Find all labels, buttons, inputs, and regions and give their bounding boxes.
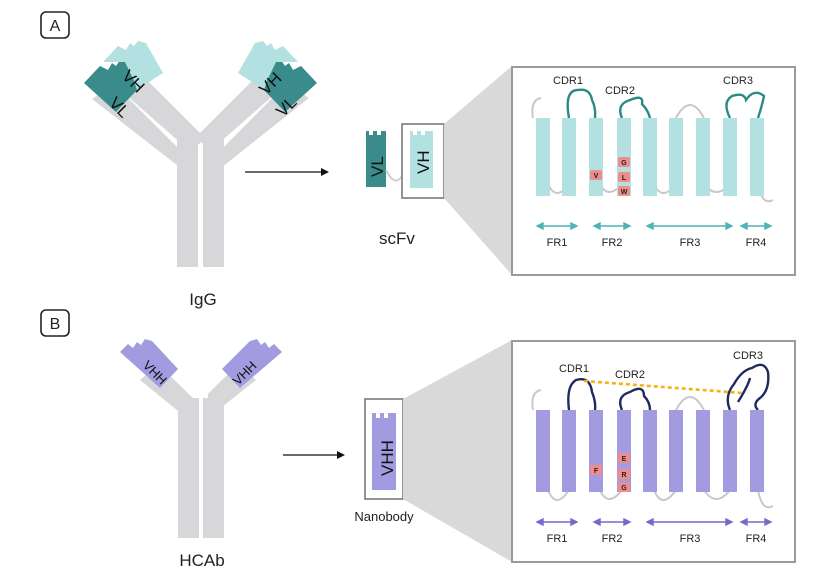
fr-arrows-b [535, 517, 773, 527]
panel-b: B VHH VHH HCAb VHH Nanobody [40, 309, 796, 570]
residue-g2: G [621, 485, 627, 492]
panel-a-badge [40, 11, 70, 39]
hcab-heavy-chain-right [203, 398, 224, 538]
residue-v-marker [590, 170, 602, 180]
fr4-label-b: FR4 [746, 533, 767, 545]
hcab-label: HCAb [179, 551, 224, 570]
igg-right-arm-inner [196, 72, 283, 151]
cdr2-label-a: CDR2 [605, 85, 635, 97]
residue-r: R [621, 472, 626, 479]
fr3-label-a: FR3 [680, 237, 701, 249]
residue-l-marker [618, 172, 630, 182]
cdr1-label-b: CDR1 [559, 363, 589, 375]
igg-vh-domain-left [103, 41, 163, 89]
vh-detail-cdr-loops [566, 88, 766, 119]
arrow-a [245, 168, 329, 176]
igg-heavy-chain-right [203, 138, 224, 267]
nanobody: VHH Nanobody [354, 398, 414, 524]
hcab-heavy-chain-left [178, 398, 199, 538]
igg-antibody: VL VH VL VH [84, 41, 317, 267]
residue-r-marker [618, 469, 630, 479]
residue-g-marker [618, 157, 630, 167]
panel-a: A VL VH VL VH IgG [40, 11, 796, 309]
residue-w: W [621, 189, 628, 196]
fr-arrows-a [535, 221, 773, 231]
vhh-residues: F E R G [590, 453, 630, 492]
scfv-label: scFv [379, 229, 415, 248]
residue-g2-marker [618, 482, 630, 492]
cdr3-loop-b [726, 363, 770, 411]
igg-heavy-chain-left [177, 138, 198, 267]
fr4-label-a: FR4 [746, 237, 767, 249]
nanobody-vhh-domain [372, 413, 396, 490]
panel-b-label: B [50, 316, 61, 333]
panel-a-label: A [50, 18, 61, 35]
vhh-detail-strands [536, 410, 764, 492]
fr1-label-b: FR1 [547, 533, 568, 545]
cdr3-label-a: CDR3 [723, 75, 753, 87]
hcab-antibody: VHH VHH [120, 339, 282, 538]
residue-v: V [594, 173, 599, 180]
residue-l: L [622, 175, 627, 182]
igg-vl-domain-right [264, 60, 317, 112]
fr2-label-a: FR2 [602, 237, 623, 249]
vh-detail: V G L W CDR1 CDR2 CDR3 FR1 FR2 FR3 F [511, 66, 796, 276]
residue-f: F [594, 468, 599, 475]
fr2-label-b: FR2 [602, 533, 623, 545]
vh-residues: V G L W [590, 157, 630, 196]
nanobody-label: Nanobody [354, 509, 414, 524]
cdr1-cdr3-contact-line [583, 379, 743, 395]
cdr3-loop-a [725, 91, 766, 119]
igg-vl-domain-left [84, 60, 137, 112]
scfv-vl-domain [366, 131, 386, 187]
cdr1-label-a: CDR1 [553, 75, 583, 87]
vhh-detail: F E R G CDR1 CDR2 CDR3 FR1 FR2 FR3 FR4 [511, 340, 796, 563]
vhh-detail-grey-loops [531, 389, 774, 509]
scfv-vh-domain [410, 131, 433, 188]
cdr2-loop-a [619, 96, 652, 119]
residue-w-marker [618, 186, 630, 196]
nanobody-vhh-label: VHH [378, 440, 397, 476]
scfv: VL VH scFv [366, 123, 445, 248]
cdr3-label-b: CDR3 [733, 350, 763, 362]
residue-g: G [621, 160, 627, 167]
cdr3-fold-b [736, 377, 752, 403]
residue-f-marker [590, 465, 602, 475]
scfv-vl-label: VL [368, 156, 387, 177]
zoom-wedge-a [444, 66, 512, 275]
igg-left-arm-inner [118, 73, 205, 152]
residue-e: E [622, 456, 627, 463]
hcab-vhh-domain-right [222, 339, 282, 388]
zoom-wedge-b [403, 340, 512, 562]
cdr2-label-b: CDR2 [615, 369, 645, 381]
fr3-label-b: FR3 [680, 533, 701, 545]
scfv-vh-label: VH [414, 150, 433, 174]
fr1-label-a: FR1 [547, 237, 568, 249]
arrow-b [283, 451, 345, 459]
cdr2-loop-b [619, 387, 652, 411]
igg-label: IgG [189, 290, 216, 309]
hcab-vhh-domain-left [120, 339, 178, 388]
panel-b-badge [40, 309, 70, 337]
residue-e-marker [618, 453, 630, 463]
vh-detail-strands [536, 118, 764, 196]
cdr1-loop-a [566, 88, 597, 119]
igg-vh-domain-right [238, 41, 298, 89]
